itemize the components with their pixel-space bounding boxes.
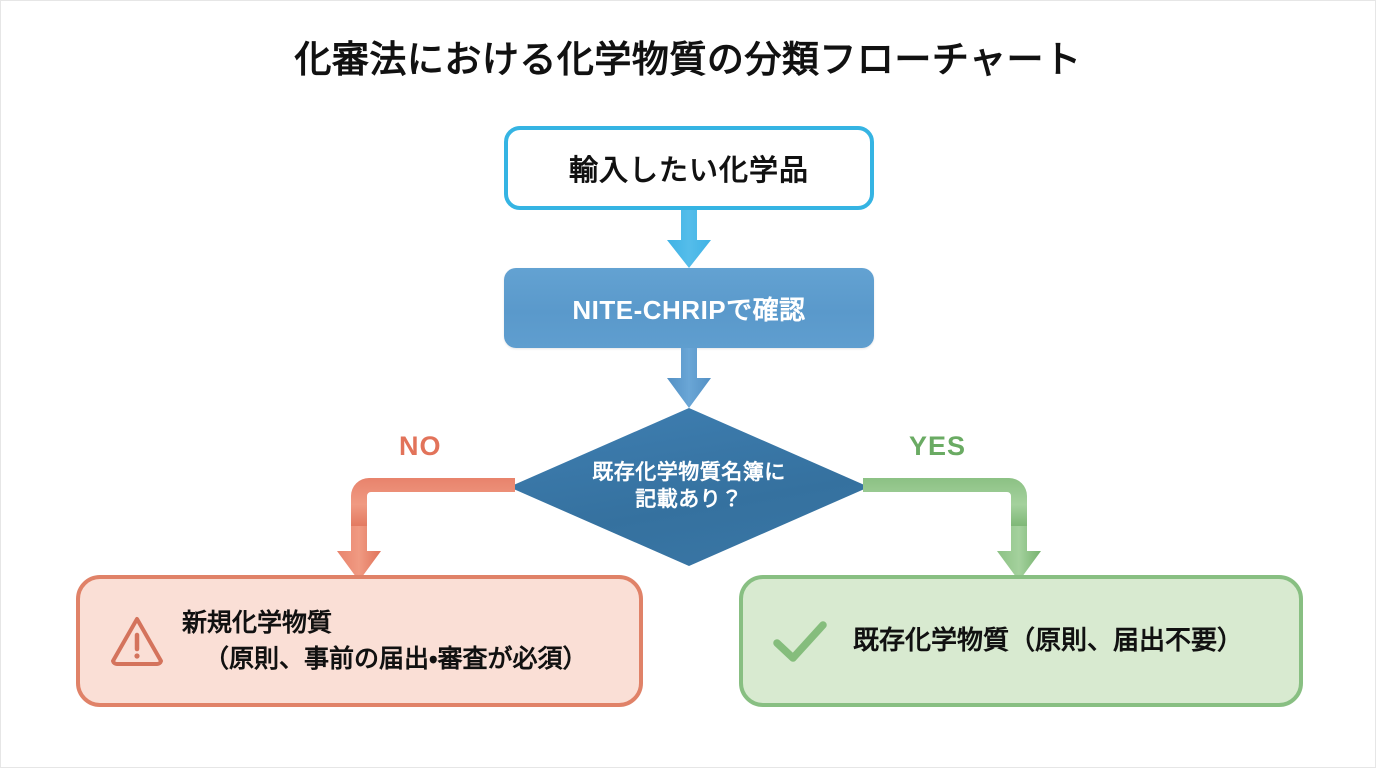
connector-yes-branch [863,471,1049,583]
node-result-existing-substance[interactable]: 既存化学物質（原則、届出不要） [739,575,1303,707]
node-result-new-substance[interactable]: 新規化学物質 （原則、事前の届出・審査が必須） [76,575,643,707]
node-result-new-label: 新規化学物質 （原則、事前の届出・審査が必須） [182,605,588,678]
node-process-label: NITE-CHRIPで確認 [572,294,806,325]
edge-label-no: NO [399,431,442,461]
node-result-new-label-line2: （原則、事前の届出・審査が必須） [204,645,588,673]
node-start-label: 輸入したい化学品 [568,155,809,187]
node-result-existing-label: 既存化学物質（原則、届出不要） [853,625,1244,656]
arrow-start-to-process [661,210,717,270]
node-start-box[interactable]: 輸入したい化学品 [504,126,874,210]
page-title: 化審法における化学物質の分類フローチャート [294,39,1082,80]
node-decision-label-line1: 既存化学物質名簿に [592,461,786,485]
node-process-box[interactable]: NITE-CHRIPで確認 [504,268,874,348]
node-decision-label-line2: 記載あり？ [635,488,743,511]
warning-triangle-icon [106,610,168,672]
node-result-new-label-line1: 新規化学物質 [182,608,333,637]
arrow-process-to-decision [661,348,717,410]
node-decision-label: 既存化学物質名簿に 記載あり？ [509,408,869,566]
connector-no-branch [329,471,515,583]
node-decision-diamond[interactable]: 既存化学物質名簿に 記載あり？ [509,408,869,566]
check-mark-icon [769,610,831,672]
edge-label-yes: YES [909,431,967,461]
